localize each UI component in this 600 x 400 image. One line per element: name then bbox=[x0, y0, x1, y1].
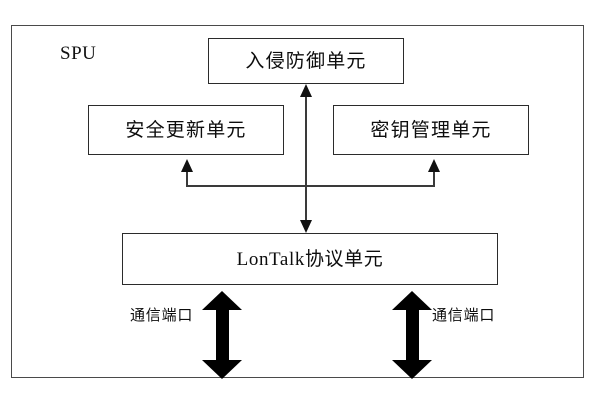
arrowhead-up-icon bbox=[392, 291, 432, 310]
block-security-update-unit[interactable]: 安全更新单元 bbox=[88, 105, 284, 155]
connector-bus-to-update-stem bbox=[186, 172, 188, 186]
communication-port-label-left: 通信端口 bbox=[130, 308, 194, 324]
communication-port-arrow-left[interactable] bbox=[202, 291, 242, 379]
arrow-shaft bbox=[405, 308, 419, 362]
connector-arrowhead-to-ips bbox=[299, 84, 312, 97]
block-label: LonTalk协议单元 bbox=[236, 248, 384, 270]
arrowhead-down-icon bbox=[392, 360, 432, 379]
block-label: 密钥管理单元 bbox=[370, 119, 492, 141]
arrowhead-up-icon bbox=[202, 291, 242, 310]
block-key-management-unit[interactable]: 密钥管理单元 bbox=[333, 105, 529, 155]
connector-arrowhead-to-lontalk bbox=[299, 220, 312, 233]
communication-port-label-right: 通信端口 bbox=[432, 308, 496, 324]
spu-container-label: SPU bbox=[60, 43, 97, 64]
block-label: 安全更新单元 bbox=[125, 119, 247, 141]
arrowhead-down-icon bbox=[202, 360, 242, 379]
communication-port-arrow-right[interactable] bbox=[392, 291, 432, 379]
block-lontalk-protocol-unit[interactable]: LonTalk协议单元 bbox=[122, 233, 498, 285]
arrow-shaft bbox=[215, 308, 229, 362]
block-intrusion-prevention-unit[interactable]: 入侵防御单元 bbox=[208, 38, 404, 84]
connector-lontalk-to-ips-stem bbox=[305, 88, 307, 230]
connector-bus-to-key-stem bbox=[433, 172, 435, 186]
connector-horizontal-bus bbox=[186, 185, 435, 187]
block-label: 入侵防御单元 bbox=[245, 50, 367, 72]
connector-arrowhead-to-update bbox=[180, 159, 193, 172]
connector-arrowhead-to-key bbox=[427, 159, 440, 172]
